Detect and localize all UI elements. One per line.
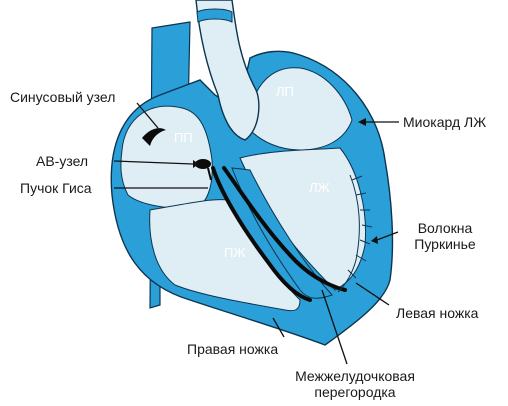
label-av-node: АВ-узел <box>36 153 89 169</box>
right-atrium-cavity <box>120 105 213 209</box>
chamber-label-right-atrium: ПП <box>174 130 193 145</box>
label-septum-line1: Межжелудочковая <box>295 368 415 384</box>
left-atrium-cavity <box>249 67 353 151</box>
label-purkinje-line1: Волокна <box>417 220 473 236</box>
pointer-lines <box>113 102 399 365</box>
label-septum: Межжелудочковая перегородка <box>280 368 430 400</box>
arrowheads <box>193 118 378 244</box>
av-node <box>195 159 211 169</box>
sa-node <box>142 128 166 146</box>
label-left-branch: Левая ножка <box>396 305 479 321</box>
chamber-label-left-ventricle: ЛЖ <box>309 180 330 195</box>
label-sa-node: Синусовый узел <box>10 89 116 105</box>
label-purkinje-fibers: Волокна Пуркинье <box>400 220 490 252</box>
chamber-label-right-ventricle: ПЖ <box>224 245 246 260</box>
aorta <box>195 0 260 141</box>
septum-band <box>231 167 333 299</box>
chamber-label-left-atrium: ЛП <box>276 84 294 99</box>
label-septum-line2: перегородка <box>314 384 396 401</box>
label-purkinje-line2: Пуркинье <box>414 236 476 253</box>
label-right-branch: Правая ножка <box>187 341 279 357</box>
label-his-bundle: Пучок Гиса <box>20 180 92 196</box>
bundle-branches <box>211 166 347 302</box>
label-lv-myocardium: Миокард ЛЖ <box>403 114 487 130</box>
his-bundle-stub <box>207 167 212 181</box>
aorta-band <box>196 8 233 23</box>
purkinje-fibers <box>337 174 373 293</box>
